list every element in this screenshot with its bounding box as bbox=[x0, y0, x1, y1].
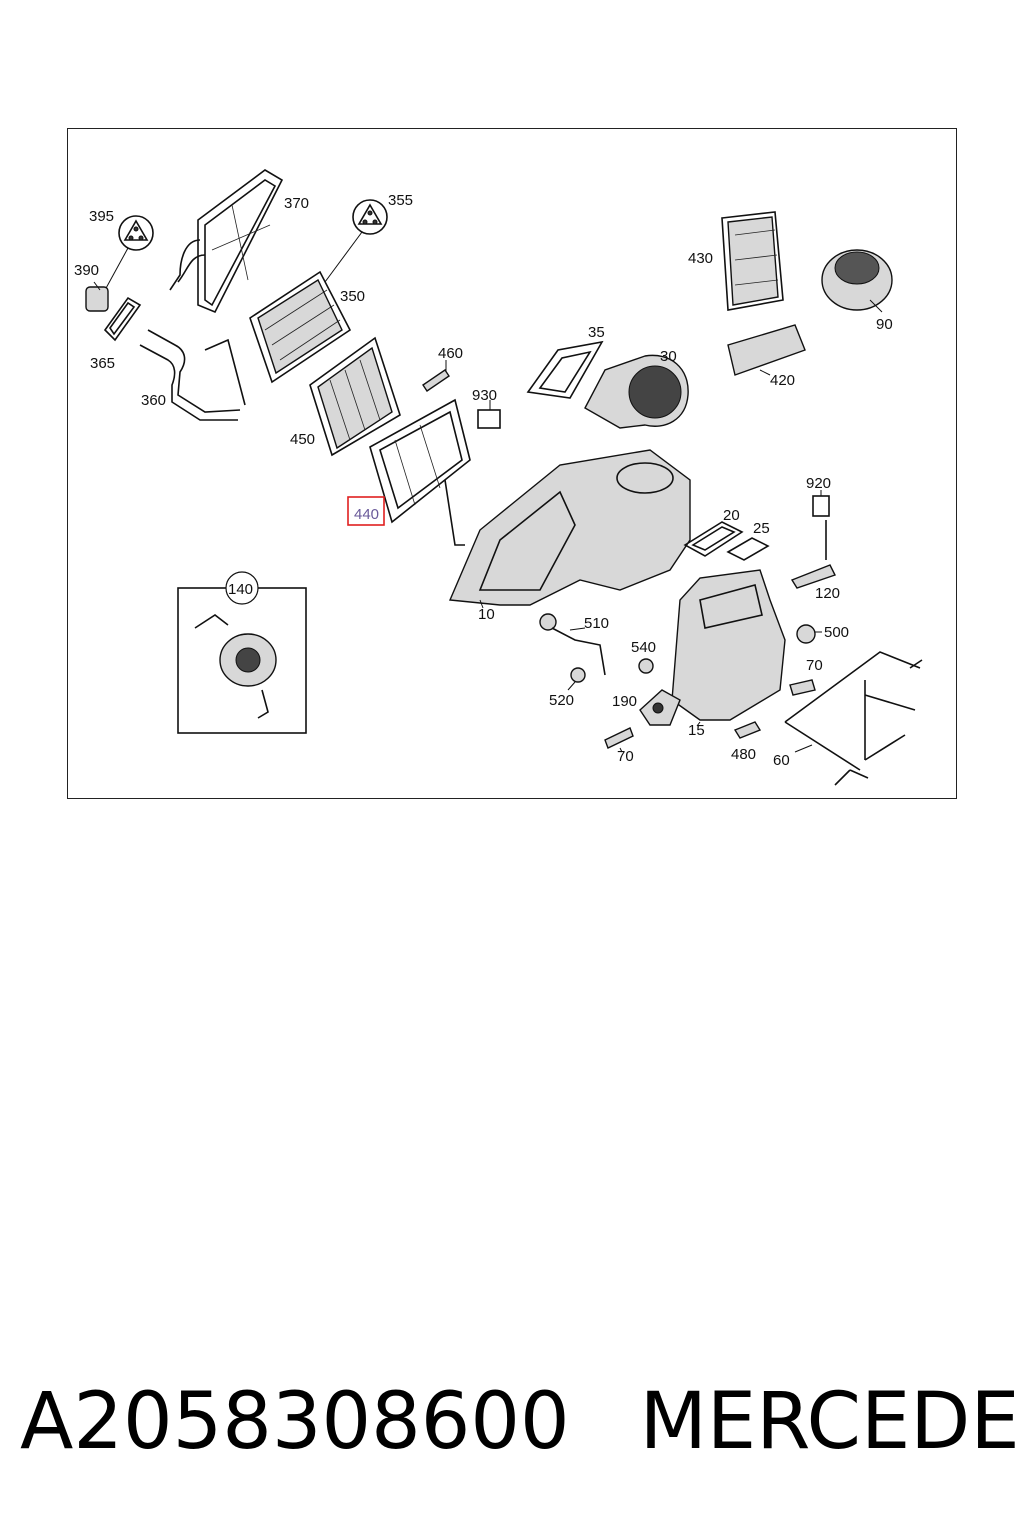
part-480-clip[interactable] bbox=[733, 721, 762, 739]
part-15-lower-housing[interactable] bbox=[671, 569, 786, 727]
label-420: 420 bbox=[770, 372, 795, 389]
part-120-actuator[interactable] bbox=[790, 520, 836, 589]
part-30-blower-housing[interactable] bbox=[584, 354, 689, 429]
part-20-gasket[interactable] bbox=[683, 521, 744, 557]
label-430: 430 bbox=[688, 250, 713, 267]
part-190-actuator-motor[interactable] bbox=[639, 689, 681, 726]
part-920-sensor[interactable] bbox=[812, 490, 830, 517]
label-355: 355 bbox=[388, 192, 413, 209]
label-450: 450 bbox=[290, 431, 315, 448]
label-350: 350 bbox=[340, 288, 365, 305]
part-25-gasket[interactable] bbox=[726, 537, 770, 561]
label-10: 10 bbox=[478, 606, 495, 623]
part-360-pipes[interactable] bbox=[139, 329, 246, 421]
label-440: 440 bbox=[354, 506, 379, 523]
part-70-screw-upper[interactable] bbox=[789, 679, 816, 696]
part-365-seal[interactable] bbox=[103, 296, 142, 342]
label-30: 30 bbox=[660, 348, 677, 365]
label-460: 460 bbox=[438, 345, 463, 362]
part-540-nut[interactable] bbox=[638, 658, 654, 674]
label-20: 20 bbox=[723, 507, 740, 524]
label-190: 190 bbox=[612, 693, 637, 710]
label-140: 140 bbox=[228, 581, 253, 598]
part-395-washer[interactable] bbox=[104, 215, 154, 291]
label-60: 60 bbox=[773, 752, 790, 769]
part-60-duct[interactable] bbox=[784, 651, 923, 786]
label-395: 395 bbox=[89, 208, 114, 225]
label-15: 15 bbox=[688, 722, 705, 739]
part-370-heater-core[interactable] bbox=[169, 169, 284, 314]
part-35-seal[interactable] bbox=[526, 340, 604, 399]
label-920: 920 bbox=[806, 475, 831, 492]
label-370: 370 bbox=[284, 195, 309, 212]
part-460-bolt[interactable] bbox=[422, 360, 450, 392]
label-25: 25 bbox=[753, 520, 770, 537]
part-440-frame[interactable] bbox=[369, 398, 471, 546]
label-540: 540 bbox=[631, 639, 656, 656]
label-35: 35 bbox=[588, 324, 605, 341]
part-355-washer[interactable] bbox=[324, 199, 388, 283]
part-430-cabin-filter[interactable] bbox=[721, 211, 784, 311]
part-930-clip[interactable] bbox=[477, 400, 501, 429]
part-390-sensor[interactable] bbox=[85, 281, 109, 312]
part-500-screw[interactable] bbox=[796, 624, 822, 644]
label-365: 365 bbox=[90, 355, 115, 372]
label-520: 520 bbox=[549, 692, 574, 709]
label-360: 360 bbox=[141, 392, 166, 409]
label-930: 930 bbox=[472, 387, 497, 404]
part-number: A2058308600 bbox=[20, 1377, 570, 1467]
highlight-440-box[interactable] bbox=[347, 496, 385, 526]
label-480: 480 bbox=[731, 746, 756, 763]
part-90-blower-motor[interactable] bbox=[821, 249, 893, 313]
part-450-filter[interactable] bbox=[309, 336, 401, 457]
part-70-screw-lower[interactable] bbox=[604, 727, 634, 753]
brand-name: MERCEDES bbox=[639, 1377, 1024, 1467]
label-500: 500 bbox=[824, 624, 849, 641]
label-390: 390 bbox=[74, 262, 99, 279]
part-350-evaporator[interactable] bbox=[249, 270, 352, 384]
part-10-main-housing[interactable] bbox=[448, 449, 691, 609]
part-520-nut[interactable] bbox=[567, 667, 586, 691]
label-90: 90 bbox=[876, 316, 893, 333]
label-70-upper: 70 bbox=[806, 657, 823, 674]
caption: A2058308600 MERCEDES bbox=[20, 1372, 1024, 1472]
part-420-bracket[interactable] bbox=[727, 324, 806, 376]
part-140-inset[interactable] bbox=[177, 571, 307, 734]
label-70-lower: 70 bbox=[617, 748, 634, 765]
diagram-frame bbox=[67, 128, 957, 799]
label-120: 120 bbox=[815, 585, 840, 602]
label-510: 510 bbox=[584, 615, 609, 632]
part-510-lever[interactable] bbox=[539, 613, 606, 676]
